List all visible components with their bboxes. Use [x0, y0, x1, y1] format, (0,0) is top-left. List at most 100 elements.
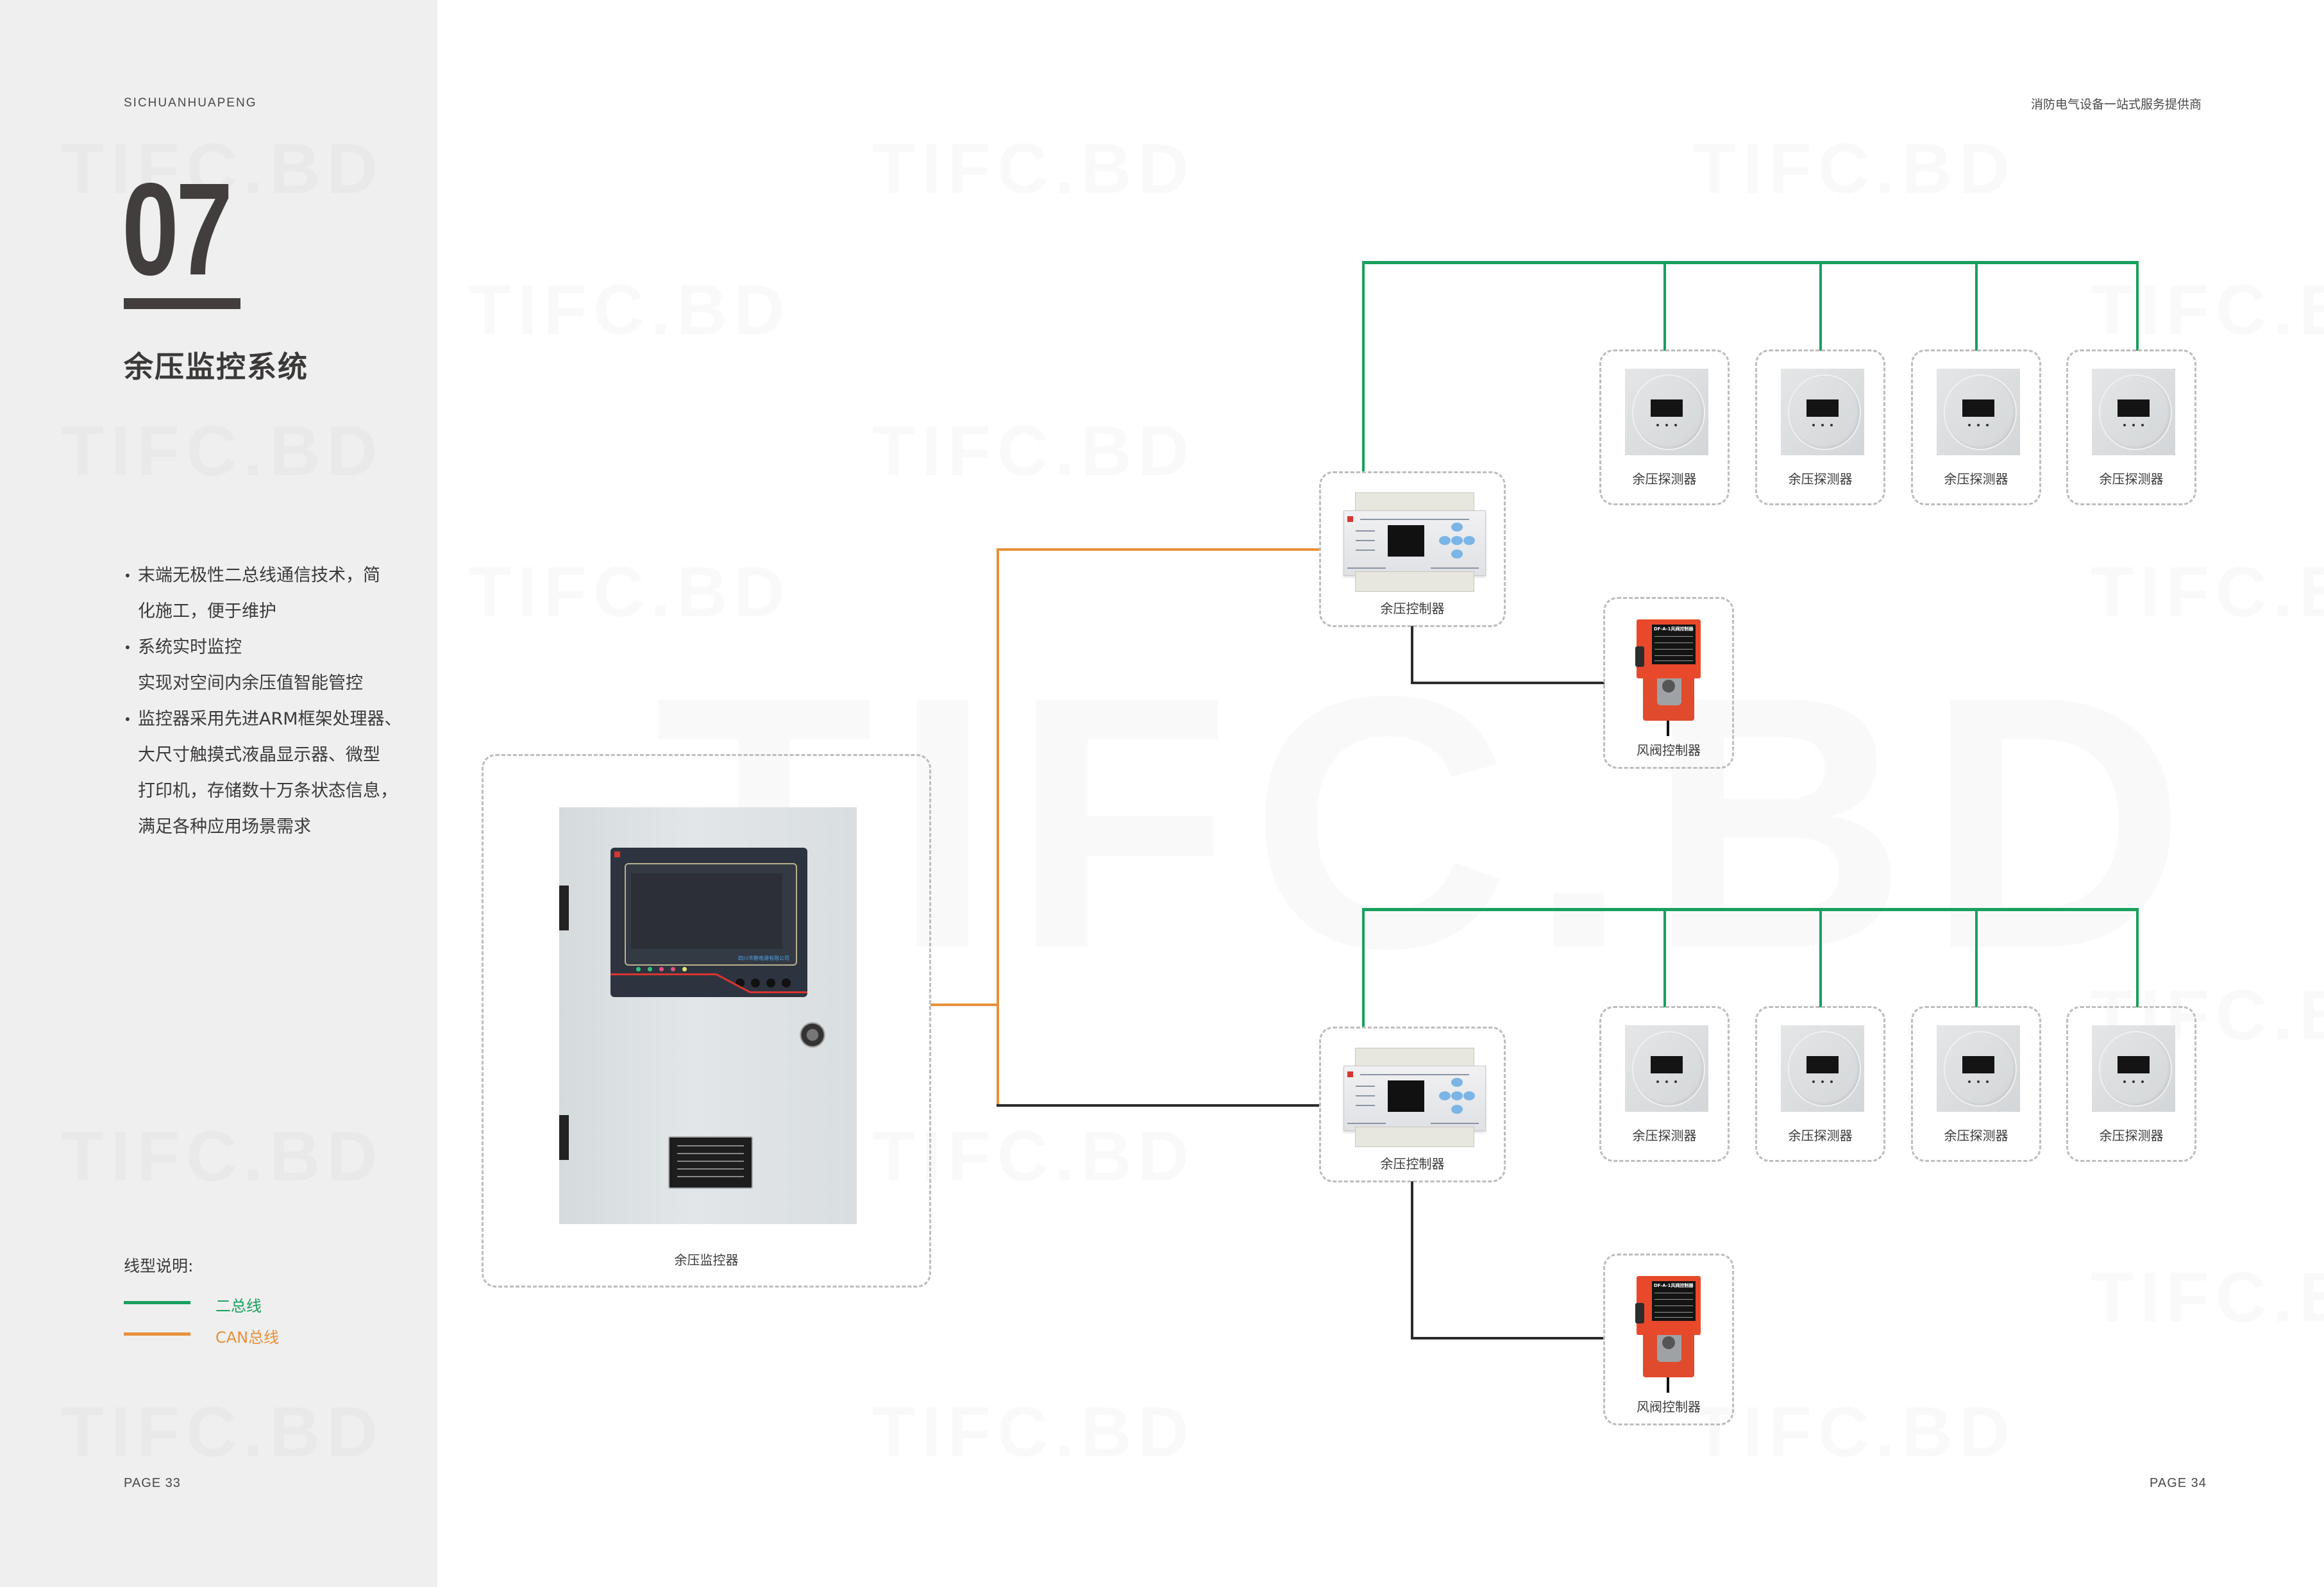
- damper-node[interactable]: DF-A-1风阀控制器 风阀控制器: [1603, 597, 1734, 769]
- detector-device-image: [1625, 369, 1708, 455]
- detector-device-image: [2092, 369, 2175, 455]
- watermark: TIFC.BD: [872, 410, 1195, 492]
- damper-label: 风阀控制器: [1637, 743, 1701, 758]
- damper-device-image: DF-A-1风阀控制器: [1635, 1276, 1701, 1393]
- controller-node[interactable]: 余压控制器: [1319, 471, 1506, 627]
- two-bus-wire: [2136, 261, 2139, 351]
- feature-list: • 末端无极性二总线通信技术，简 化施工，便于维护 • 系统实时监控 实现对空间…: [122, 558, 417, 845]
- controller-device-image: [1343, 1048, 1486, 1147]
- status-led: [671, 967, 675, 971]
- detector-label: 余压探测器: [1788, 471, 1853, 487]
- can-bus-wire: [997, 548, 999, 1106]
- detector-label: 余压探测器: [1788, 1128, 1853, 1143]
- hinge: [559, 886, 569, 930]
- logo-mark: [1347, 1071, 1353, 1077]
- detector-node[interactable]: 余压探测器: [1911, 349, 2041, 505]
- detector-node[interactable]: 余压探测器: [1911, 1006, 2041, 1162]
- watermark: TIFC.BD: [1693, 1391, 2016, 1473]
- brand-name: SICHUANHUAPENG: [124, 96, 257, 110]
- legend-label: 二总线: [215, 1297, 262, 1315]
- watermark: TIFC.BD: [2091, 551, 2324, 633]
- legend-item-two-bus: 二总线: [124, 1293, 335, 1315]
- feature-text: 化施工，便于维护: [138, 601, 276, 621]
- detector-node[interactable]: 余压探测器: [1755, 349, 1885, 505]
- damper-wire: [1411, 1181, 1413, 1339]
- controller-label: 余压控制器: [1380, 1156, 1445, 1171]
- keypad: [1439, 1078, 1475, 1114]
- status-led: [636, 967, 641, 971]
- status-led: [648, 967, 652, 971]
- panel-button: [782, 978, 791, 987]
- panel-button: [751, 978, 760, 987]
- two-bus-wire: [1663, 261, 1666, 351]
- bullet-icon: •: [124, 712, 131, 727]
- left-page-panel: [0, 0, 437, 1587]
- detector-label: 余压探测器: [2099, 471, 2164, 487]
- detector-device-image: [1937, 369, 2020, 455]
- detector-node[interactable]: 余压探测器: [1599, 1006, 1730, 1162]
- page-title: 余压监控系统: [124, 349, 308, 384]
- damper-node[interactable]: DF-A-1风阀控制器 风阀控制器: [1603, 1254, 1734, 1425]
- lock-icon: [800, 1022, 825, 1048]
- feature-text: 系统实时监控: [138, 637, 242, 657]
- two-bus-wire: [1663, 908, 1666, 1007]
- watermark: TIFC.BD: [872, 128, 1195, 210]
- controller-label: 余压控制器: [1380, 601, 1445, 616]
- can-bus-wire: [997, 548, 1319, 551]
- bullet-icon: •: [124, 568, 131, 584]
- damper-label: 风阀控制器: [1637, 1399, 1701, 1415]
- feature-item: • 末端无极性二总线通信技术，简 化施工，便于维护: [122, 558, 417, 630]
- detector-node[interactable]: 余压探测器: [2066, 349, 2196, 505]
- status-led: [682, 967, 687, 971]
- hinge: [559, 1115, 569, 1160]
- monitor-cabinet-image: 四川华鹏电源有限公司: [559, 807, 857, 1224]
- monitor-node[interactable]: 四川华鹏电源有限公司 余压监控器: [482, 754, 931, 1288]
- feature-item: • 系统实时监控 实现对空间内余压值智能管控: [122, 630, 417, 701]
- damper-wire: [1411, 682, 1604, 684]
- watermark: TIFC.BD: [468, 269, 791, 351]
- detector-device-image: [2092, 1025, 2175, 1112]
- detector-label: 余压探测器: [1944, 471, 2008, 487]
- two-bus-wire: [1362, 908, 2139, 911]
- two-bus-wire: [1975, 908, 1978, 1007]
- detector-label: 余压探测器: [1632, 1128, 1697, 1143]
- two-bus-wire: [1362, 908, 1365, 1028]
- damper-model-plate: DF-A-1风阀控制器: [1654, 626, 1694, 632]
- detector-device-image: [1781, 369, 1864, 455]
- detector-node[interactable]: 余压探测器: [2066, 1006, 2196, 1162]
- damper-device-image: DF-A-1风阀控制器: [1635, 619, 1701, 736]
- keypad: [1439, 523, 1475, 558]
- watermark: TIFC.BD: [2091, 269, 2324, 351]
- page-number-right: PAGE 34: [2150, 1476, 2207, 1490]
- controller-node[interactable]: 余压控制器: [1319, 1027, 1506, 1182]
- lcd-screen: [1388, 525, 1424, 557]
- detector-label: 余压探测器: [1632, 471, 1697, 487]
- screen-brand: 四川华鹏电源有限公司: [738, 955, 789, 961]
- detector-node[interactable]: 余压探测器: [1599, 349, 1730, 505]
- controller-device-image: [1343, 492, 1486, 592]
- chapter-underline: [124, 298, 240, 309]
- detector-label: 余压探测器: [1944, 1128, 2008, 1143]
- feature-text: 大尺寸触摸式液晶显示器、微型: [138, 745, 380, 765]
- two-bus-wire: [1362, 261, 2139, 264]
- legend-label: CAN总线: [215, 1329, 280, 1347]
- legend-item-can-bus: CAN总线: [124, 1325, 335, 1347]
- two-bus-wire: [2136, 908, 2139, 1007]
- nameplate: [668, 1136, 753, 1189]
- bullet-icon: •: [124, 640, 131, 655]
- detector-device-image: [1625, 1025, 1708, 1112]
- chapter-number: 07: [122, 156, 233, 303]
- detector-node[interactable]: 余压探测器: [1755, 1006, 1885, 1162]
- feature-text: 监控器采用先进ARM框架处理器、: [138, 709, 402, 729]
- detector-device-image: [1781, 1025, 1864, 1112]
- damper-wire: [1411, 1337, 1604, 1339]
- watermark: TIFC.BD: [2091, 1257, 2324, 1338]
- watermark: TIFC.BD: [468, 551, 791, 633]
- header-tagline: 消防电气设备一站式服务提供商: [2031, 97, 2202, 112]
- two-bus-wire: [1975, 261, 1978, 351]
- damper-wire: [1411, 626, 1413, 684]
- logo-mark: [1347, 516, 1353, 522]
- touch-screen-panel: 四川华鹏电源有限公司: [610, 848, 807, 997]
- page-number-left: PAGE 33: [124, 1476, 181, 1490]
- detector-label: 余压探测器: [2099, 1128, 2164, 1143]
